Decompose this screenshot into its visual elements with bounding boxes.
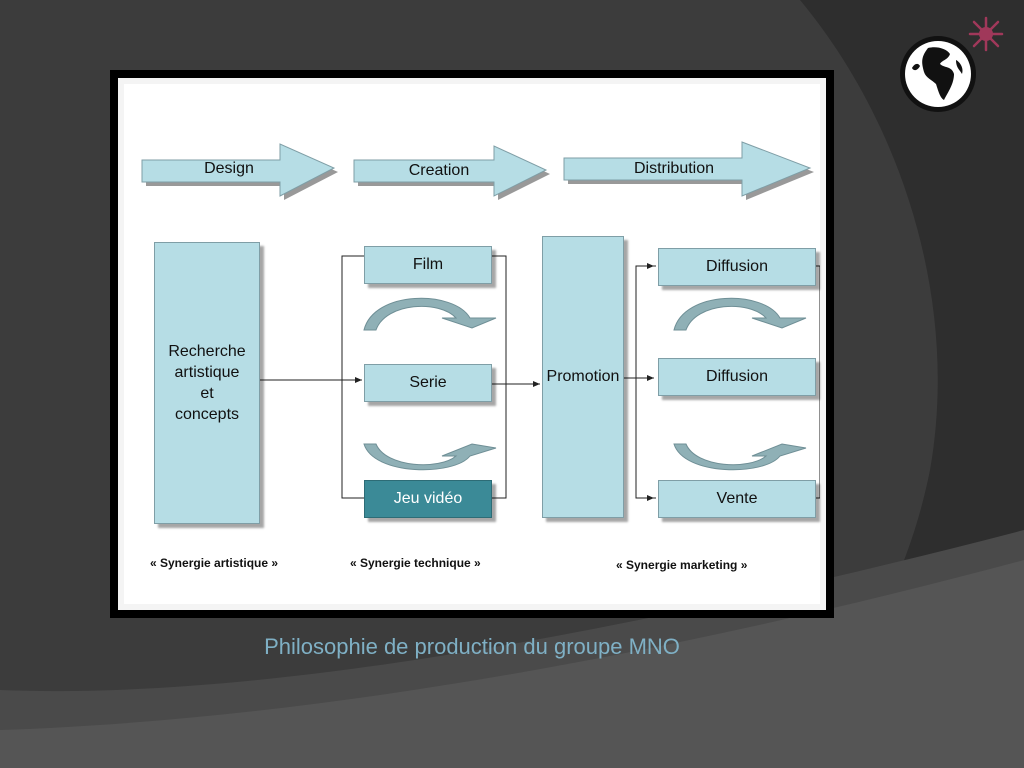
diffusion-box-2: Diffusion: [658, 358, 816, 396]
recherche-box: Recherche artistique et concepts: [154, 242, 260, 524]
stage-label-creation: Creation: [408, 162, 470, 179]
curved-arrow-icon: [363, 297, 497, 331]
diagram-connectors: [141, 141, 820, 501]
curved-arrow-icon: [673, 297, 807, 331]
diffusion-box-1: Diffusion: [658, 248, 816, 286]
distribution-right-bracket: [814, 265, 820, 499]
film-box: Film: [364, 246, 492, 284]
vente-box: Vente: [658, 480, 816, 518]
synergie-marketing-label: « Synergie marketing »: [616, 558, 748, 572]
distribution-arrow: [563, 141, 814, 200]
synergie-artistique-label: « Synergie artistique »: [150, 556, 279, 570]
globe-icon: [900, 36, 976, 112]
star-icon: [968, 16, 1004, 52]
stage-label-distribution: Distribution: [633, 160, 715, 177]
diagram-frame: Design Creation Distribution Recherche a…: [110, 70, 834, 618]
design-arrow: [141, 143, 338, 200]
serie-box: Serie: [364, 364, 492, 402]
diagram-frame-inner: Design Creation Distribution Recherche a…: [118, 78, 826, 610]
jeu-video-box: Jeu vidéo: [364, 480, 492, 518]
diagram-canvas: Design Creation Distribution Recherche a…: [124, 84, 820, 604]
creation-left-bracket: [341, 255, 364, 499]
distribution-left-bracket: [635, 265, 656, 499]
synergie-technique-label: « Synergie technique »: [350, 556, 481, 570]
creation-right-bracket: [492, 255, 507, 499]
slide-caption: Philosophie de production du groupe MNO: [264, 634, 680, 659]
creation-arrow: [353, 145, 550, 200]
curved-arrow-icon: [363, 443, 497, 471]
stage-label-design: Design: [204, 160, 254, 177]
curved-arrow-icon: [673, 443, 807, 471]
promotion-box: Promotion: [542, 236, 624, 518]
